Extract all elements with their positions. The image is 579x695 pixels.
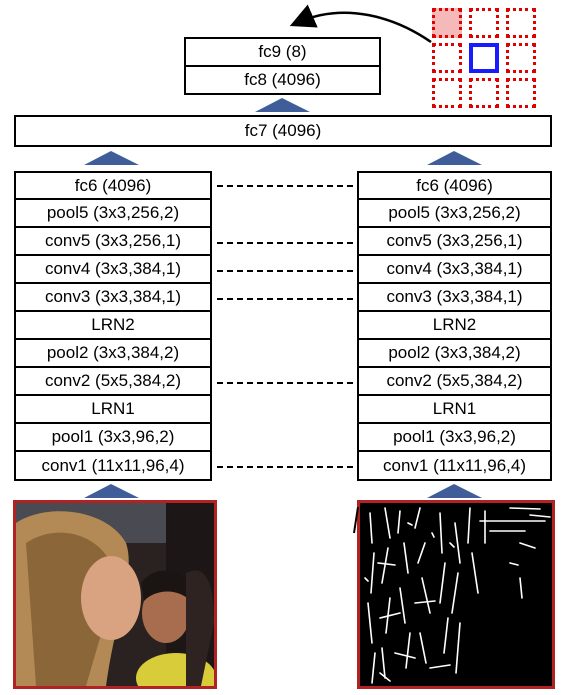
grid-cell-bottom-center bbox=[469, 78, 499, 108]
right-pool1-layer: pool1 (3x3,96,2) bbox=[357, 424, 552, 452]
edge-map-icon bbox=[360, 503, 552, 686]
grid-cell-center bbox=[469, 43, 499, 73]
right-pool5-layer: pool5 (3x3,256,2) bbox=[357, 200, 552, 228]
fc7-layer: fc7 (4096) bbox=[14, 115, 552, 147]
flow-arrow-icon bbox=[255, 98, 310, 112]
right-fc6-layer: fc6 (4096) bbox=[357, 171, 552, 200]
grid-cell-middle-right bbox=[506, 43, 536, 73]
left-lrn2-layer: LRN2 bbox=[14, 312, 212, 340]
shared-weights-conv4-connector bbox=[217, 270, 353, 272]
shared-weights-conv3-connector bbox=[217, 298, 353, 300]
grid-cell-middle-left bbox=[432, 43, 462, 73]
left-conv5-layer: conv5 (3x3,256,1) bbox=[14, 228, 212, 256]
left-pool1-layer: pool1 (3x3,96,2) bbox=[14, 424, 212, 452]
left-lrn1-layer: LRN1 bbox=[14, 396, 212, 424]
shared-weights-conv1-connector bbox=[217, 466, 353, 468]
left-pool5-layer: pool5 (3x3,256,2) bbox=[14, 200, 212, 228]
right-conv3-layer: conv3 (3x3,384,1) bbox=[357, 284, 552, 312]
fc9-layer: fc9 (8) bbox=[184, 37, 381, 67]
left-conv1-layer: conv1 (11x11,96,4) bbox=[14, 452, 212, 481]
grid-cell-bottom-right bbox=[506, 78, 536, 108]
right-conv5-layer: conv5 (3x3,256,1) bbox=[357, 228, 552, 256]
grid-cell-top-left bbox=[432, 8, 462, 38]
shared-weights-fc6-connector bbox=[217, 185, 353, 187]
grid-cell-top-center bbox=[469, 8, 499, 38]
left-conv4-layer: conv4 (3x3,384,1) bbox=[14, 256, 212, 284]
curved-arrow-icon bbox=[289, 4, 432, 44]
right-lrn1-layer: LRN1 bbox=[357, 396, 552, 424]
right-conv4-layer: conv4 (3x3,384,1) bbox=[357, 256, 552, 284]
left-conv3-layer: conv3 (3x3,384,1) bbox=[14, 284, 212, 312]
flow-arrow-icon bbox=[427, 151, 482, 165]
flow-arrow-icon bbox=[427, 484, 482, 498]
left-fc6-layer: fc6 (4096) bbox=[14, 171, 212, 200]
left-pool2-layer: pool2 (3x3,384,2) bbox=[14, 340, 212, 368]
flow-arrow-icon bbox=[84, 151, 139, 165]
people-photo-icon bbox=[16, 503, 214, 686]
right-conv1-layer: conv1 (11x11,96,4) bbox=[357, 452, 552, 481]
right-conv2-layer: conv2 (5x5,384,2) bbox=[357, 368, 552, 396]
flow-arrow-icon bbox=[84, 484, 139, 498]
shared-weights-conv5-connector bbox=[217, 242, 353, 244]
fc8-layer: fc8 (4096) bbox=[184, 65, 381, 95]
grid-cell-top-right bbox=[506, 8, 536, 38]
rgb-input-image bbox=[13, 500, 217, 689]
slash-mark-icon bbox=[353, 506, 359, 534]
left-conv2-layer: conv2 (5x5,384,2) bbox=[14, 368, 212, 396]
edge-map-input-image bbox=[357, 500, 555, 689]
grid-cell-bottom-left bbox=[432, 78, 462, 108]
right-pool2-layer: pool2 (3x3,384,2) bbox=[357, 340, 552, 368]
right-lrn2-layer: LRN2 bbox=[357, 312, 552, 340]
shared-weights-conv2-connector bbox=[217, 382, 353, 384]
